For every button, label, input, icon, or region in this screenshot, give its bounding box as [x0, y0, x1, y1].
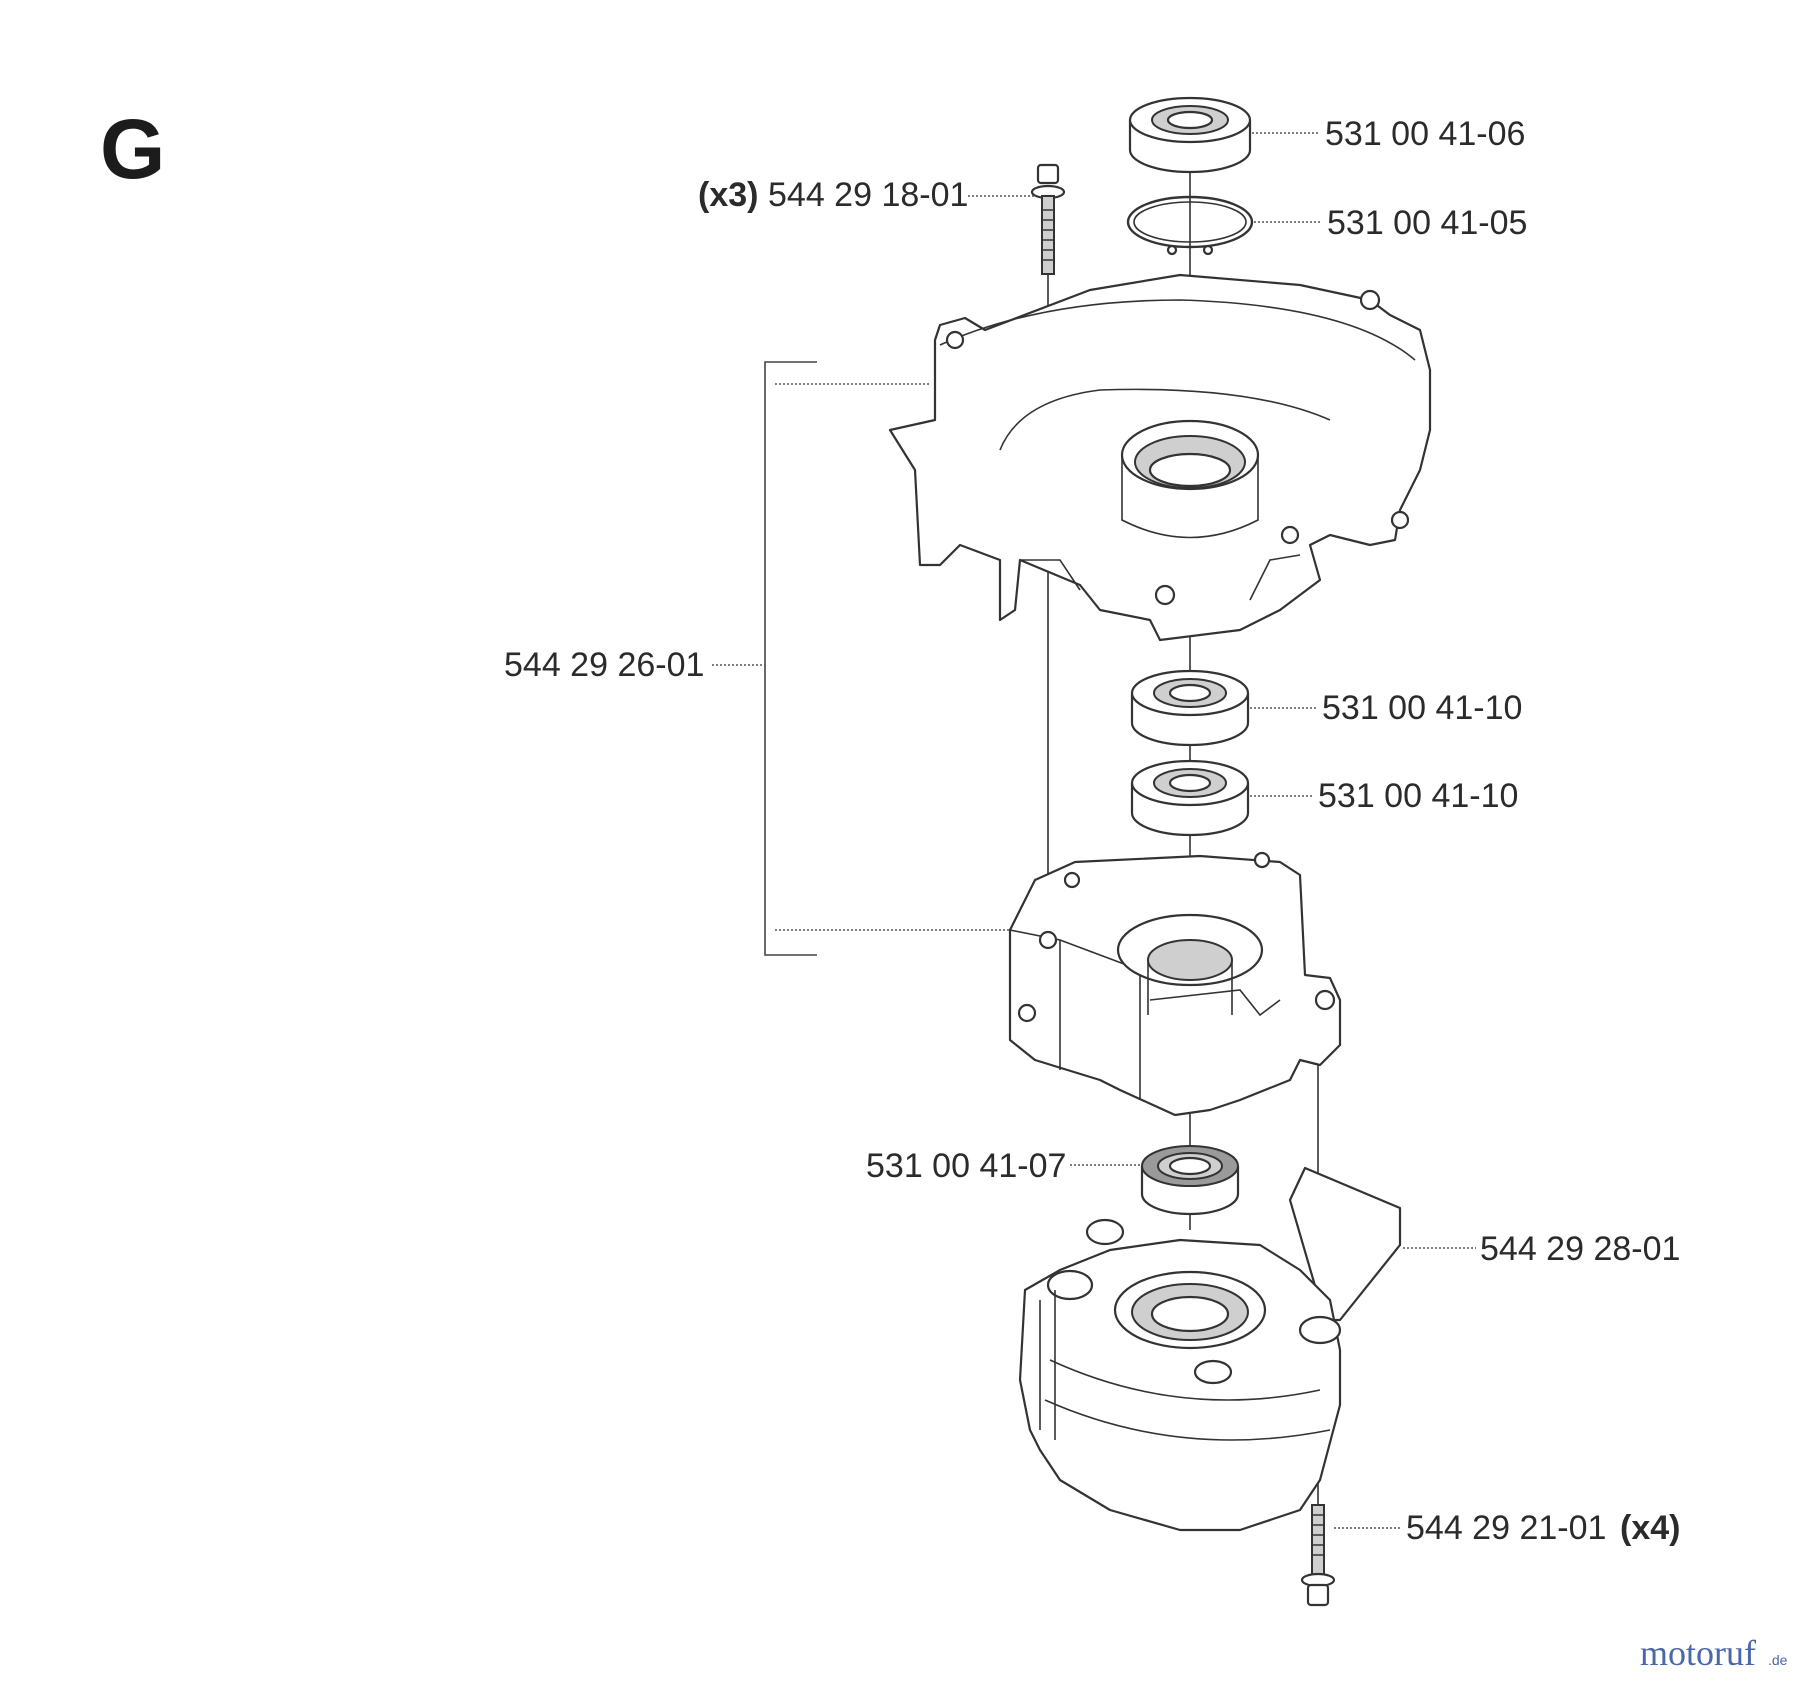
screw-bottom	[1300, 1504, 1336, 1607]
label-circlip: 531 00 41-05	[1327, 204, 1527, 242]
watermark-brand: motoruf	[1640, 1633, 1756, 1673]
gear-housing	[1018, 1166, 1402, 1532]
label-screw-top: 544 29 18-01	[768, 176, 968, 214]
label-screw-top-qty: (x3)	[698, 176, 758, 214]
label-bearing-mid-upper: 531 00 41-10	[1322, 689, 1522, 727]
label-bearing-mid-lower: 531 00 41-10	[1318, 777, 1518, 815]
label-seal-lower: 531 00 41-07	[866, 1147, 1066, 1185]
assembly-bracket	[764, 361, 817, 956]
crankcase-upper-half	[888, 273, 1432, 642]
bearing-top	[1128, 96, 1252, 174]
circlip	[1126, 195, 1254, 256]
label-crankcase-assembly: 544 29 26-01	[504, 646, 704, 684]
label-screw-bottom-qty: (x4)	[1620, 1509, 1680, 1547]
crankcase-lower-half	[1008, 851, 1342, 1117]
seal-lower	[1140, 1145, 1240, 1216]
screw-top	[1030, 163, 1066, 275]
bearing-mid-lower	[1130, 759, 1250, 837]
bearing-mid-upper	[1130, 669, 1250, 747]
label-screw-bottom: 544 29 21-01	[1406, 1509, 1606, 1547]
section-letter: G	[100, 102, 165, 196]
watermark-suffix: .de	[1768, 1652, 1788, 1668]
label-bearing-top: 531 00 41-06	[1325, 115, 1525, 153]
label-gear-housing: 544 29 28-01	[1480, 1230, 1680, 1268]
